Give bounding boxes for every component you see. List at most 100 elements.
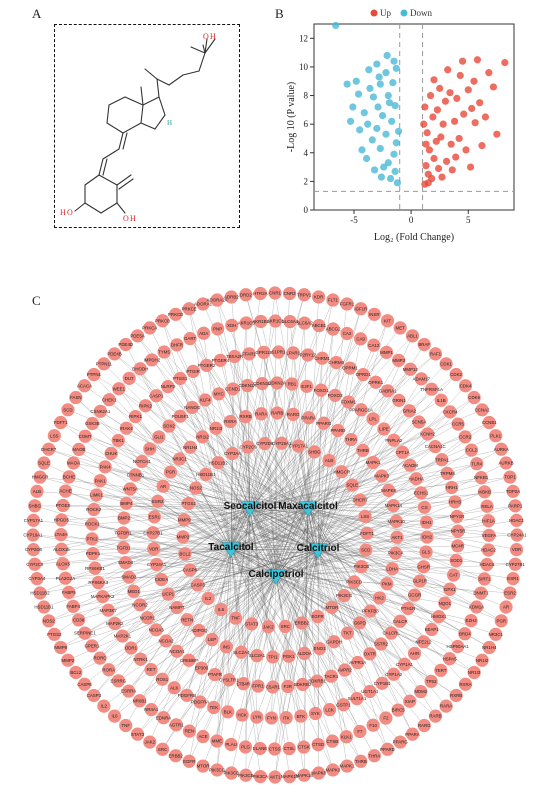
point-down-2: [386, 174, 395, 183]
target-label-218: TEK: [209, 705, 218, 710]
target-node-57: [37, 456, 51, 470]
target-node-286: [296, 677, 310, 692]
target-label-308: CTNNB1: [127, 473, 145, 478]
target-node-146: [58, 571, 73, 585]
target-label-202: NFE2L2: [416, 639, 433, 644]
target-label-123: CTSD: [312, 742, 324, 747]
target-label-230: RPS6KA3: [88, 580, 108, 585]
edge-407-a: [230, 453, 233, 550]
target-label-97: PLK1: [490, 433, 501, 438]
edge-196-b: [317, 549, 457, 561]
target-label-415: SQLE: [346, 483, 358, 488]
data-points: [332, 21, 509, 188]
target-node-175: [312, 318, 326, 333]
point-up-20: [436, 84, 444, 92]
target-node-221: [167, 681, 181, 695]
target-label-153: BCHE: [63, 475, 75, 480]
drug-node-seocalcitol: [240, 501, 260, 517]
point-down-8: [382, 130, 390, 138]
target-label-0: CYP24A1: [507, 533, 527, 538]
target-label-155: MAOB: [72, 447, 85, 452]
target-label-418: FDFT1: [360, 531, 374, 536]
point-down-34: [394, 127, 403, 135]
edge-367-a: [202, 436, 232, 550]
edge-344-a: [275, 575, 335, 642]
edge-388-b: [249, 507, 345, 596]
target-label-9: NR1I2: [476, 658, 489, 663]
point-up-10: [442, 157, 451, 165]
target-node-216: [235, 708, 249, 722]
hydrogen-stereo-label: H: [167, 119, 172, 127]
edge-219-a: [199, 575, 277, 703]
target-label-279: CALCRL: [383, 631, 401, 636]
edge-226-b: [122, 549, 319, 637]
target-label-286: BDKRB2: [294, 682, 312, 687]
target-node-185: [434, 393, 448, 407]
target-node-210: [323, 703, 337, 717]
target-label-346: ALDOA: [297, 651, 312, 656]
target-label-40: CASP3: [87, 693, 102, 698]
edge-310-a: [149, 448, 251, 509]
target-label-50: CYP2C9: [26, 562, 44, 567]
edge-370-b: [230, 416, 246, 550]
edge-336-a: [307, 507, 428, 538]
edge-311-a: [158, 436, 309, 509]
point-down-21: [356, 126, 364, 134]
target-label-35: JAK2: [145, 740, 156, 745]
edge-227-a: [114, 548, 232, 624]
target-label-78: CNR1: [269, 291, 282, 296]
target-label-14: RARB: [429, 714, 441, 719]
point-down-40: [352, 77, 360, 85]
point-down-18: [360, 109, 368, 117]
edge-412-a: [230, 451, 315, 550]
point-up-5: [434, 164, 443, 173]
target-label-171: AKR1B1: [252, 319, 269, 324]
edge-404-b: [195, 487, 309, 509]
target-label-1: VDR: [512, 547, 521, 552]
target-label-214: FYN: [267, 716, 276, 721]
target-node-100: [503, 470, 517, 484]
target-node-386: [354, 559, 369, 574]
legend-label-up: Up: [380, 8, 391, 18]
target-node-388: [337, 589, 351, 603]
target-node-152: [58, 484, 73, 498]
target-label-119: F10: [369, 723, 377, 728]
target-node-277: [401, 601, 415, 616]
target-node-174: [297, 316, 312, 330]
point-down-15: [374, 103, 382, 111]
target-label-266: CACNA1C: [425, 444, 446, 449]
target-label-407: CYP3A4: [224, 451, 241, 456]
edge-396-a: [220, 507, 309, 610]
target-label-295: NCOA1: [169, 649, 185, 654]
edge-115-a: [249, 507, 421, 692]
target-node-307: [123, 482, 137, 496]
edge-346-b: [304, 549, 319, 654]
edge-352-b: [211, 575, 277, 640]
edge-25-a: [249, 507, 290, 777]
point-down-17: [369, 93, 378, 101]
point-up-29: [473, 56, 482, 64]
target-node-38: [107, 709, 122, 723]
edge-273-a: [317, 545, 458, 551]
edge-382-b: [275, 505, 394, 577]
target-node-318: [240, 378, 254, 393]
edge-26-a: [274, 507, 309, 778]
target-label-257: CHRM3: [328, 360, 344, 365]
target-label-294: CREBBP: [180, 658, 198, 663]
target-node-96: [482, 415, 496, 430]
edge-393-a: [268, 549, 319, 627]
target-label-268: TRPM8: [440, 471, 455, 476]
target-label-364: PGR: [166, 470, 176, 475]
target-node-60: [54, 415, 68, 430]
point-down-32: [362, 154, 371, 163]
edge-169-a: [231, 325, 277, 577]
target-node-67: [119, 337, 133, 352]
point-up-2: [422, 162, 430, 170]
edge-306-b: [126, 503, 319, 551]
target-node-98: [494, 442, 508, 456]
edge-398-b: [197, 507, 251, 586]
target-node-271: [450, 509, 464, 524]
target-node-132: [182, 724, 197, 738]
target-node-119: [366, 718, 380, 732]
edge-419-a: [275, 549, 366, 577]
